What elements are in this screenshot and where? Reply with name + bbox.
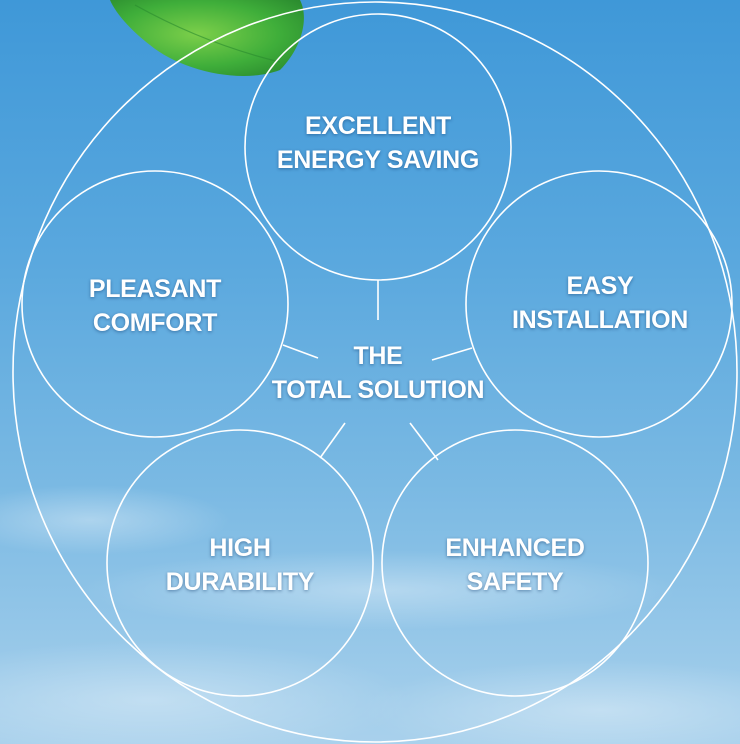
node-label-safety-line2: SAFETY [466,568,564,596]
node-circle-durability [106,429,374,697]
node-label-energy-line1: EXCELLENT [305,112,451,140]
node-label-comfort-line1: PLEASANT [88,275,222,303]
background-clouds [0,485,740,744]
node-label-safety-line1: ENHANCED [445,534,585,562]
center-label-line1: THE [353,342,403,370]
node-label-installation-line2: INSTALLATION [511,306,689,334]
node-label-installation: EASY INSTALLATION [512,269,688,337]
node-label-durability-line2: DURABILITY [165,568,315,596]
node-circle-safety [381,429,649,697]
center-label-line2: TOTAL SOLUTION [271,376,485,404]
node-circle-installation [465,170,733,438]
outer-ring [12,1,738,743]
connector-comfort [282,344,319,359]
connector-safety [409,422,439,461]
node-label-comfort-line2: COMFORT [92,309,218,337]
node-label-durability: HIGH DURABILITY [165,531,315,599]
connector-durability [319,422,346,459]
node-label-durability-line1: HIGH [209,534,271,562]
leaf-image [110,0,304,76]
node-label-safety: ENHANCED SAFETY [445,531,585,599]
node-circle-energy [244,13,512,281]
connector-installation [431,347,473,361]
connector-lines [282,280,473,461]
node-label-comfort: PLEASANT COMFORT [88,272,222,340]
node-label-energy-line2: ENERGY SAVING [276,146,480,174]
center-label: THE TOTAL SOLUTION [271,339,485,407]
node-circle-comfort [21,170,289,438]
node-label-installation-line1: EASY [566,272,634,300]
node-label-energy: EXCELLENT ENERGY SAVING [277,109,479,177]
